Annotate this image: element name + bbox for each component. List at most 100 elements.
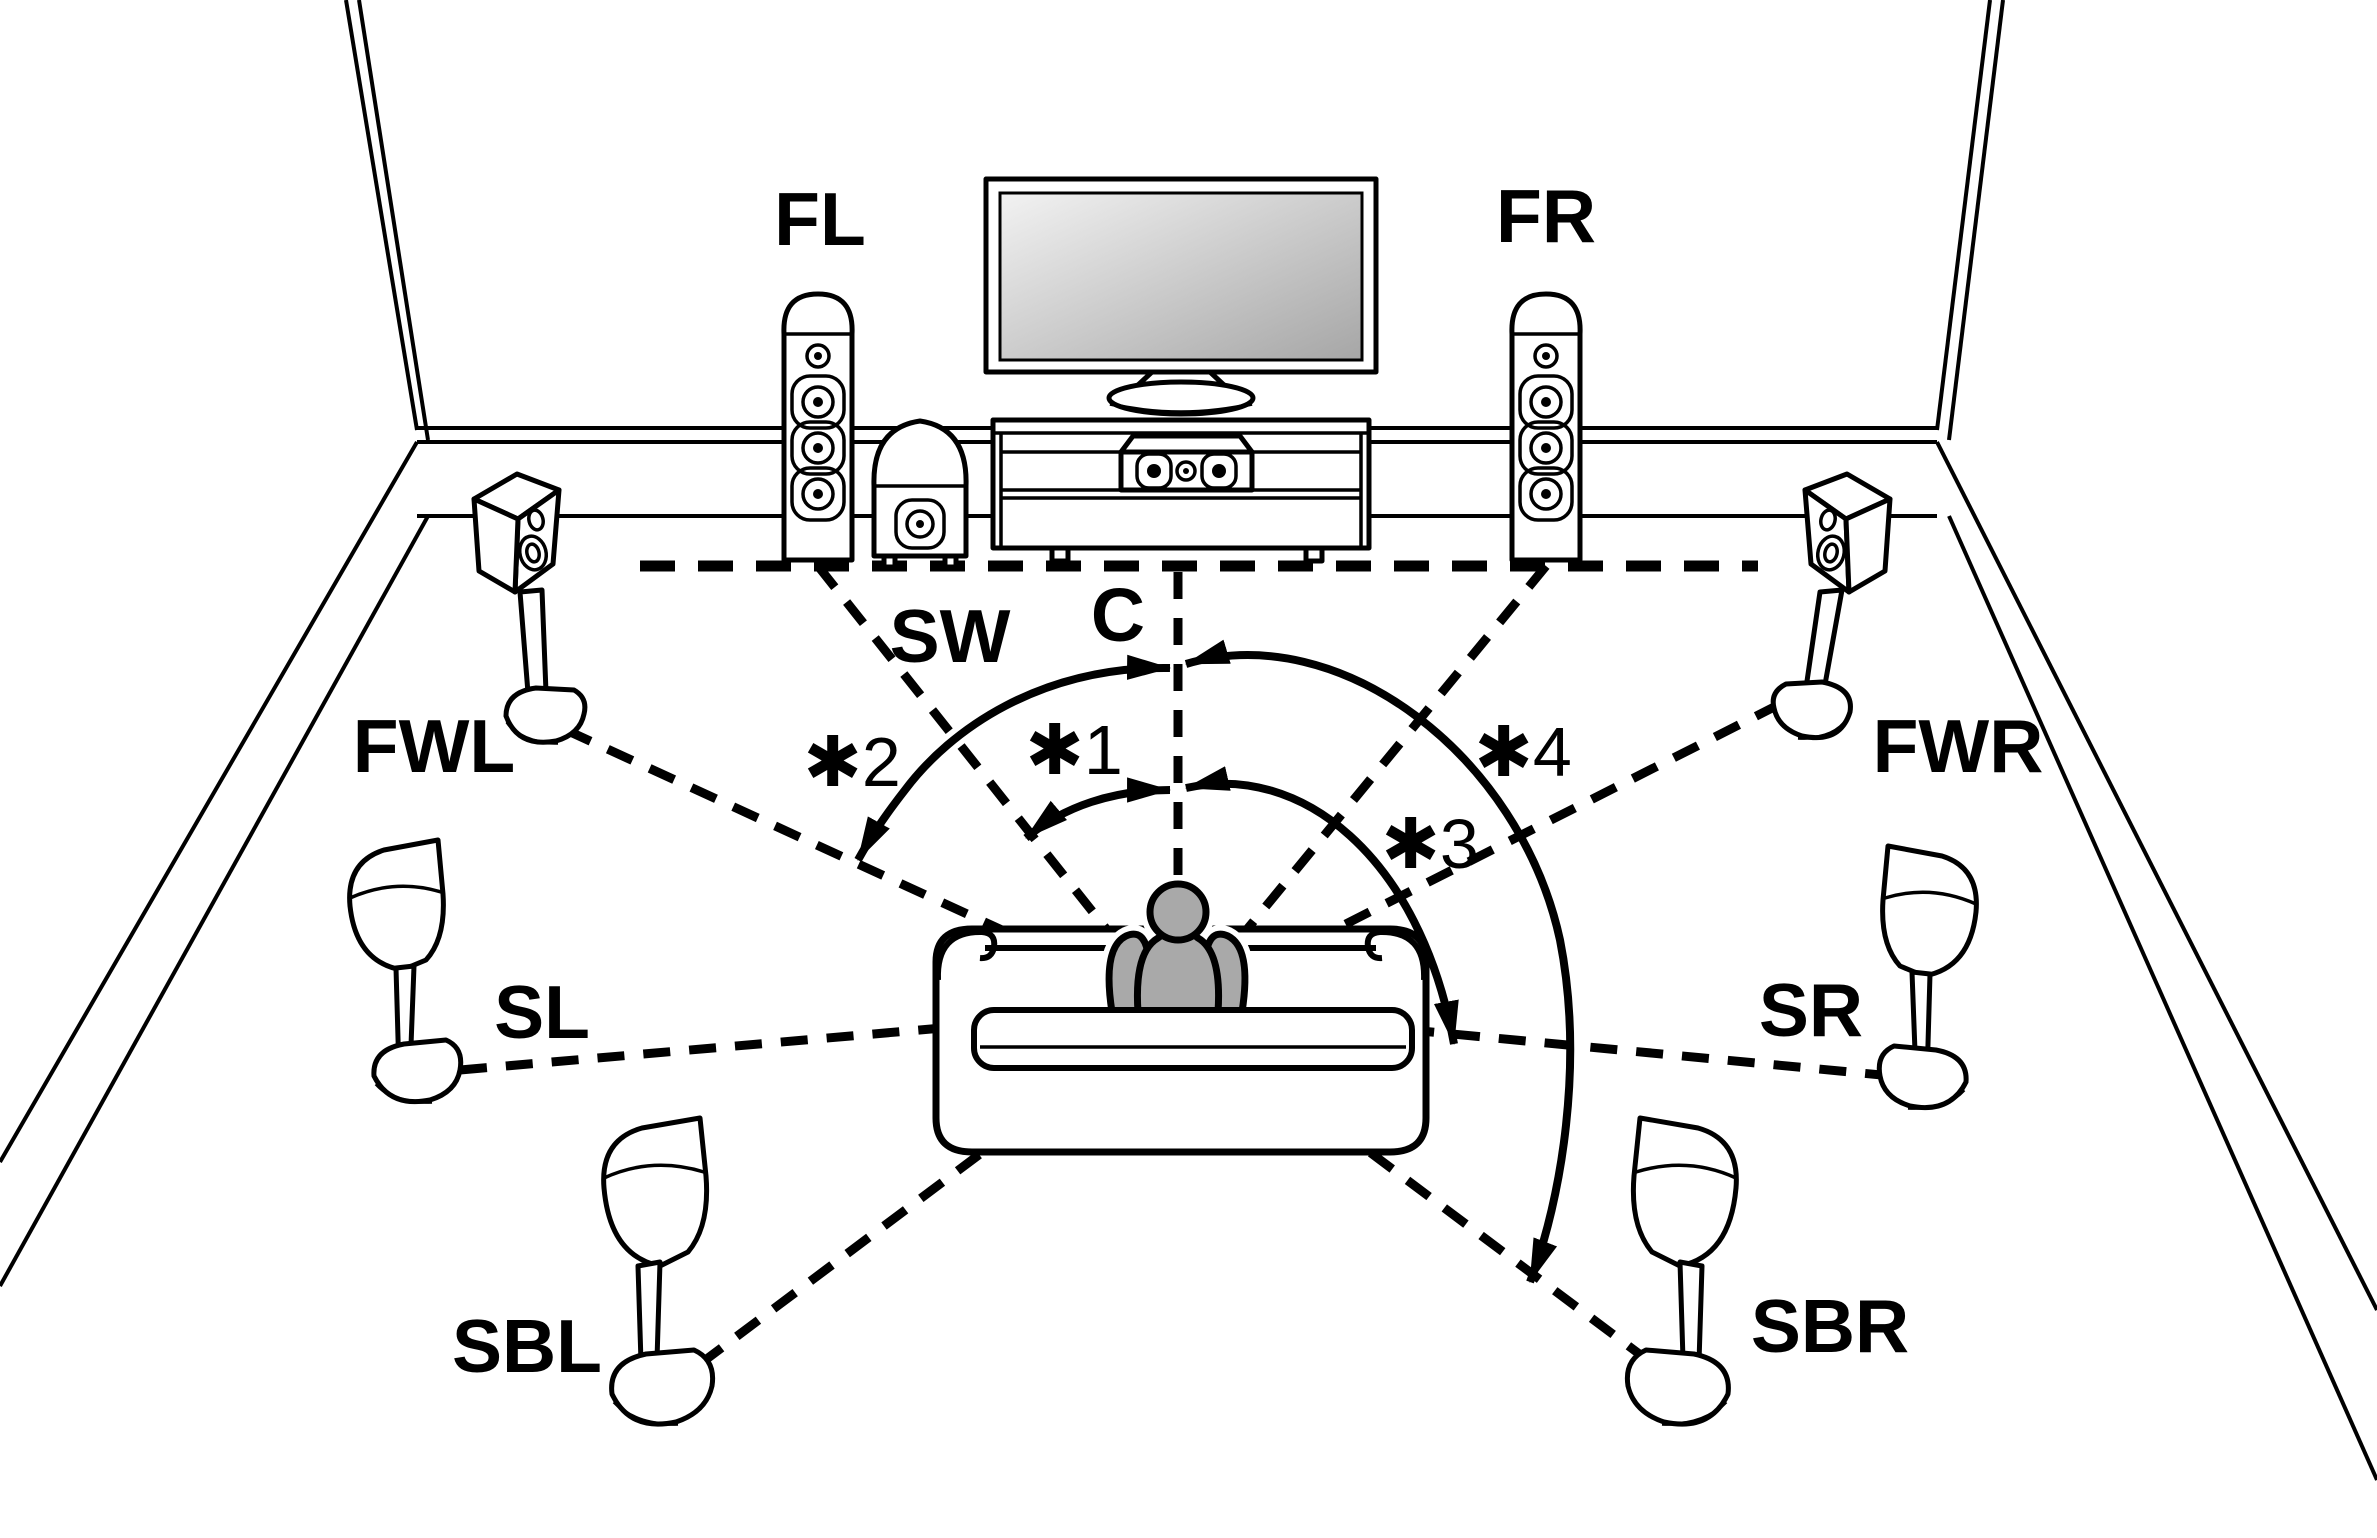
fr-woofer-3-cone	[1529, 477, 1563, 511]
subwoofer-speaker	[871, 418, 969, 570]
sbl-dashed-line	[697, 1006, 1175, 1368]
fl-tower-speaker	[781, 291, 855, 563]
sofa-armrest-left	[934, 928, 998, 981]
label-surround-back-left: SBL	[452, 1304, 602, 1388]
subwoofer-cone	[905, 509, 935, 539]
fl-woofer-1-dot	[813, 397, 823, 407]
fwl-box-side	[471, 496, 521, 595]
fwr-speaker	[1770, 471, 1893, 741]
sofa-seat	[971, 1007, 1415, 1071]
fr-tweeter	[1533, 343, 1559, 369]
sr-wedge-edge	[1884, 890, 1977, 906]
fwl-speaker	[471, 471, 588, 745]
tv-base-rim	[1109, 402, 1253, 414]
cabinet-leg-left	[1049, 545, 1071, 564]
label-center: C	[1091, 573, 1145, 657]
left-wall-baseboard-top	[0, 440, 419, 1164]
sofa-armrest-right	[1364, 928, 1428, 981]
sofa-seat-cushion	[971, 1007, 1415, 1071]
tv-cabinet	[990, 417, 1372, 564]
label-angle-note-2: ✱2	[803, 723, 901, 801]
fl-woofers	[790, 374, 846, 522]
sr-speaker	[1876, 843, 1979, 1111]
sl-base-rim	[374, 1082, 433, 1104]
left-wall-corner-line-2	[357, 0, 430, 441]
fwr-woofer-cone	[1823, 542, 1839, 564]
fr-woofer-1	[1518, 374, 1574, 430]
fwl-tweeter	[527, 508, 545, 532]
sbr-wedge	[1630, 1115, 1739, 1269]
sr-base-rim	[1907, 1088, 1966, 1110]
right-wall-baseboard-top	[1935, 441, 2377, 1311]
tv-screen	[998, 191, 1364, 362]
sbl-base-rim	[612, 1400, 679, 1426]
fl-woofer-1-cone	[801, 385, 835, 419]
sbl-wedge	[601, 1115, 710, 1269]
fl-woofer-2-dot	[813, 443, 823, 453]
label-surround-right: SR	[1759, 968, 1863, 1052]
label-front-wide-right: FWR	[1873, 704, 2044, 788]
person-head	[1146, 880, 1210, 944]
label-surround-left: SL	[494, 970, 590, 1054]
subwoofer-foot-right	[942, 553, 959, 570]
fr-woofer-3	[1518, 466, 1574, 522]
person-figure	[1105, 880, 1249, 1016]
center-tweeter-dot	[1183, 468, 1189, 474]
fwl-stand-pole	[517, 587, 549, 696]
fl-tweeter	[805, 343, 831, 369]
left-wall-floor-line	[0, 515, 430, 1287]
fwr-stand-base-rim	[1797, 716, 1850, 740]
center-woofer-right	[1200, 452, 1238, 490]
label-angle-note-1: ✱1	[1025, 711, 1123, 789]
center-speaker	[1118, 433, 1255, 493]
label-front-left: FL	[774, 177, 866, 261]
sbl-speaker	[601, 1115, 716, 1427]
fr-woofer-1-cone	[1529, 385, 1563, 419]
fwr-woofer	[1815, 534, 1847, 572]
sbr-speaker	[1624, 1115, 1739, 1427]
fr-woofer-2	[1518, 420, 1574, 476]
fr-tower-speaker	[1509, 291, 1583, 563]
fl-woofer-3	[790, 466, 846, 522]
label-front-right: FR	[1496, 174, 1596, 258]
sbr-wedge-edge	[1635, 1163, 1737, 1180]
label-subwoofer: SW	[890, 594, 1011, 678]
angle-arc-2	[854, 654, 1172, 862]
angle-arc-1	[1023, 777, 1172, 842]
label-front-wide-left: FWL	[353, 704, 515, 788]
fwr-tweeter	[1819, 508, 1837, 532]
sbr-base-rim	[1661, 1400, 1728, 1426]
label-angle-note-3: ✱3	[1381, 805, 1479, 883]
fl-tweeter-dot	[814, 352, 822, 360]
fl-woofer-1	[790, 374, 846, 430]
subwoofer-foot-left	[881, 553, 898, 570]
label-surround-back-right: SBR	[1751, 1284, 1909, 1368]
fr-woofer-1-dot	[1541, 397, 1551, 407]
fr-tweeter-dot	[1542, 352, 1550, 360]
angle-arcs	[854, 639, 1575, 1284]
subwoofer-woofer	[894, 498, 946, 550]
fr-woofer-3-dot	[1541, 489, 1551, 499]
labels: FL FR SW C FWL FWR SL SR SBL SBR ✱1 ✱2 ✱…	[353, 174, 2044, 1388]
right-wall-floor-line	[1947, 515, 2377, 1481]
tv	[983, 176, 1379, 417]
fwr-box-side	[1843, 496, 1893, 595]
fl-woofer-2	[790, 420, 846, 476]
fwl-stand-base-rim	[505, 720, 559, 745]
subwoofer-dot	[916, 520, 924, 528]
tv-base	[1106, 379, 1256, 417]
sbl-wedge-edge	[603, 1163, 705, 1180]
cabinet-leg-right	[1303, 545, 1325, 564]
fwl-woofer	[517, 534, 549, 572]
person	[1100, 875, 1254, 1021]
left-wall-corner-line	[344, 0, 419, 431]
fl-woofer-3-dot	[813, 489, 823, 499]
fl-woofer-2-cone	[801, 431, 835, 465]
fwl-woofer-cone	[525, 542, 541, 564]
right-wall-corner-line-2	[1947, 0, 2005, 441]
label-angle-note-4: ✱4	[1474, 713, 1572, 791]
center-woofer-right-dot	[1212, 464, 1226, 478]
center-woofer-left-dot	[1147, 464, 1161, 478]
